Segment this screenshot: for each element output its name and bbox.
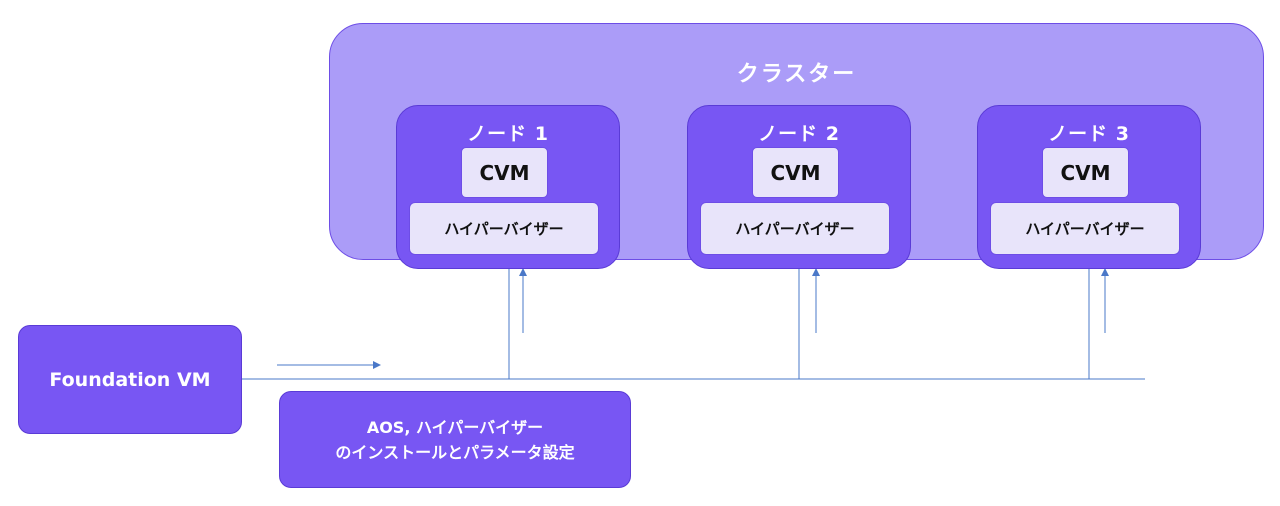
node-1-cvm: CVM bbox=[461, 147, 548, 198]
cluster-box: クラスター ノード 1 CVM ハイパーバイザー ノード 2 CVM ハイパーバ… bbox=[329, 23, 1264, 269]
node-1: ノード 1 CVM ハイパーバイザー bbox=[396, 105, 620, 269]
cluster-title: クラスター bbox=[736, 62, 857, 87]
install-note-box: AOS, ハイパーバイザー のインストールとパラメータ設定 bbox=[279, 391, 631, 488]
node-1-hypervisor: ハイパーバイザー bbox=[409, 202, 599, 255]
node-2-hypervisor: ハイパーバイザー bbox=[700, 202, 890, 255]
foundation-vm-box: Foundation VM bbox=[18, 325, 242, 434]
node-3-title: ノード 3 bbox=[1048, 123, 1130, 145]
node-2-title: ノード 2 bbox=[758, 123, 840, 145]
node-2-cvm: CVM bbox=[752, 147, 839, 198]
node-2: ノード 2 CVM ハイパーバイザー bbox=[687, 105, 911, 269]
node-3: ノード 3 CVM ハイパーバイザー bbox=[977, 105, 1201, 269]
node-3-hypervisor: ハイパーバイザー bbox=[990, 202, 1180, 255]
node-1-title: ノード 1 bbox=[467, 123, 549, 145]
install-note-line-2: のインストールとパラメータ設定 bbox=[335, 442, 575, 462]
install-note-line-1: AOS, ハイパーバイザー bbox=[366, 417, 544, 437]
node-3-cvm: CVM bbox=[1042, 147, 1129, 198]
